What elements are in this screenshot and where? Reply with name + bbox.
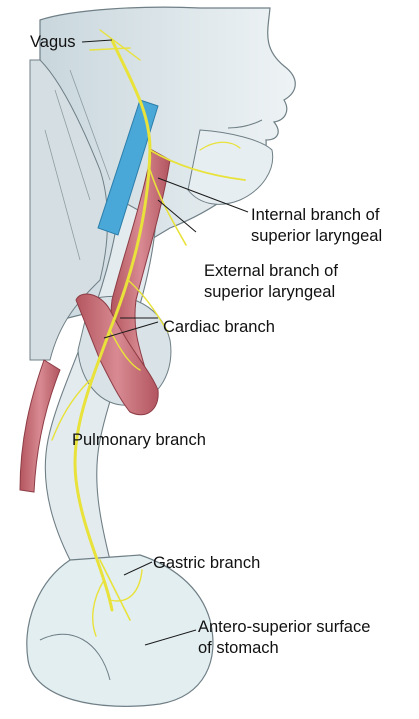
label-stomach-surface: Antero-superior surface of stomach: [198, 617, 370, 659]
label-internal-branch-line2: superior laryngeal: [251, 226, 382, 247]
label-cardiac-branch: Cardiac branch: [163, 317, 275, 338]
label-external-branch-line1: External branch of: [204, 261, 338, 282]
label-gastric-branch: Gastric branch: [153, 553, 260, 574]
label-internal-branch: Internal branch of superior laryngeal: [251, 205, 382, 247]
label-external-branch-line2: superior laryngeal: [204, 282, 338, 303]
label-stomach-surface-line1: Antero-superior surface: [198, 617, 370, 638]
label-stomach-surface-line2: of stomach: [198, 638, 370, 659]
label-internal-branch-line1: Internal branch of: [251, 205, 382, 226]
label-pulmonary-branch: Pulmonary branch: [72, 430, 206, 451]
stomach: [27, 555, 213, 706]
label-external-branch: External branch of superior laryngeal: [204, 261, 338, 303]
label-vagus: Vagus: [30, 32, 76, 53]
